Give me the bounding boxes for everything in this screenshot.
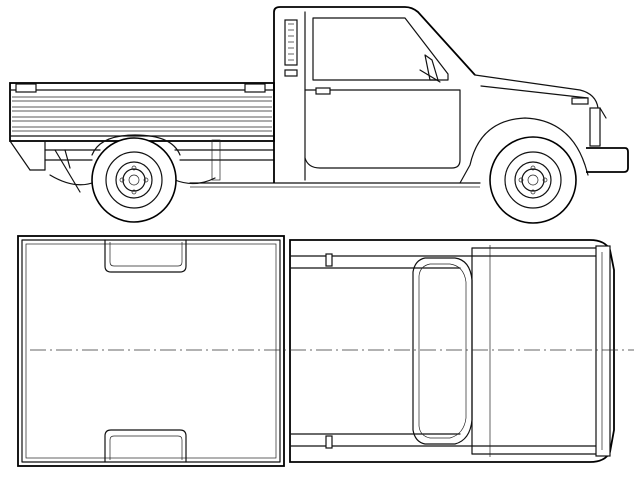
cab-hood-top: [289, 239, 615, 463]
cargo-bed-top: [17, 235, 285, 467]
front-end: [459, 107, 629, 184]
chassis-frame: [44, 139, 481, 193]
cab-side: [273, 6, 601, 183]
side-view: [9, 6, 629, 224]
top-view: [17, 235, 634, 467]
front-wheel: [489, 136, 577, 224]
rear-wheel: [91, 134, 181, 223]
